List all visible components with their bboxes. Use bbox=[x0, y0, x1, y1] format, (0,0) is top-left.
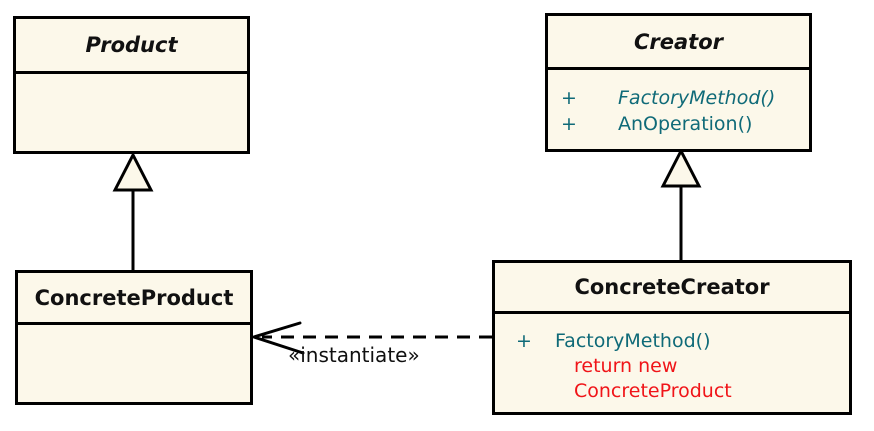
class-body-concrete-creator: + FactoryMethod() return new ConcretePro… bbox=[495, 314, 849, 412]
class-name-product: Product bbox=[16, 19, 247, 74]
class-box-product: Product bbox=[13, 16, 250, 154]
method-factorymethod-abstract: + FactoryMethod() bbox=[561, 85, 809, 111]
pseudocode-note-line-1: return new bbox=[574, 355, 678, 377]
class-body-concrete-product bbox=[18, 325, 250, 402]
method-name: FactoryMethod() bbox=[555, 330, 711, 352]
pseudocode-note-line-2: ConcreteProduct bbox=[574, 380, 732, 402]
class-box-creator: Creator + FactoryMethod() + AnOperation(… bbox=[545, 13, 812, 152]
class-name-creator: Creator bbox=[548, 16, 809, 70]
class-body-creator: + FactoryMethod() + AnOperation() bbox=[548, 70, 809, 149]
method-name: FactoryMethod() bbox=[618, 87, 776, 109]
method-anoperation: + AnOperation() bbox=[561, 111, 809, 137]
class-name-concrete-product: ConcreteProduct bbox=[18, 273, 250, 325]
generalization-arrow-product bbox=[112, 151, 154, 270]
class-box-concrete-creator: ConcreteCreator + FactoryMethod() return… bbox=[492, 260, 852, 415]
visibility-symbol: + bbox=[561, 113, 577, 135]
class-name-concrete-creator: ConcreteCreator bbox=[495, 263, 849, 314]
class-box-concrete-product: ConcreteProduct bbox=[15, 270, 253, 405]
method-name: AnOperation() bbox=[618, 113, 753, 135]
instantiate-dependency-arrow bbox=[249, 321, 492, 355]
visibility-symbol: + bbox=[561, 87, 577, 109]
class-body-product bbox=[16, 74, 247, 151]
method-factorymethod: + FactoryMethod() bbox=[516, 328, 849, 354]
visibility-symbol: + bbox=[516, 330, 532, 352]
generalization-arrow-creator bbox=[660, 147, 702, 260]
instantiate-label: «instantiate» bbox=[288, 343, 420, 367]
